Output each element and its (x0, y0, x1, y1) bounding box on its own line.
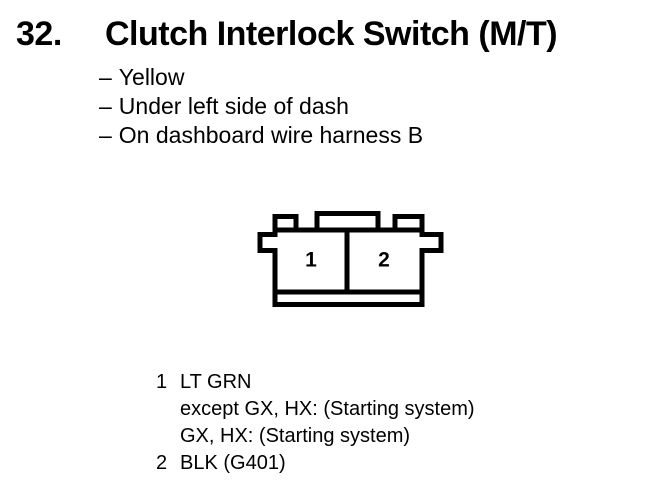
note-text: Under left side of dash (118, 93, 349, 119)
note-harness: –On dashboard wire harness B (99, 121, 423, 150)
legend-wire-color: LT GRN (180, 371, 252, 393)
legend-row-pin-2: 2 BLK (G401) (156, 450, 475, 477)
connector-notes: –Yellow –Under left side of dash –On das… (99, 63, 423, 150)
dash-bullet: – (99, 93, 112, 119)
pin-1-label: 1 (305, 249, 317, 272)
page-title-number: 32. (16, 15, 62, 53)
legend-pin-number: 2 (156, 452, 168, 474)
legend-variant-note: GX, HX: (Starting system) (180, 425, 411, 447)
note-text: On dashboard wire harness B (118, 122, 424, 148)
pin-2-label: 2 (378, 249, 390, 272)
connector-diagram: 1 2 (255, 203, 450, 315)
legend-wire-color: BLK (G401) (180, 452, 286, 474)
legend-row-pin-1: 1 LT GRN except GX, HX: (Starting system… (156, 369, 475, 450)
legend-pin-lines: BLK (G401) (180, 450, 286, 477)
note-text: Yellow (118, 64, 185, 90)
legend-variant-note: except GX, HX: (Starting system) (180, 398, 475, 420)
connector-outline (257, 211, 444, 307)
note-color: –Yellow (99, 63, 423, 92)
dash-bullet: – (99, 64, 112, 90)
page-title: Clutch Interlock Switch (M/T) (105, 15, 558, 53)
wire-legend: 1 LT GRN except GX, HX: (Starting system… (156, 369, 475, 477)
note-location: –Under left side of dash (99, 92, 423, 121)
dash-bullet: – (99, 122, 112, 148)
legend-pin-number: 1 (156, 371, 168, 393)
legend-pin-lines: LT GRN except GX, HX: (Starting system) … (180, 369, 475, 450)
